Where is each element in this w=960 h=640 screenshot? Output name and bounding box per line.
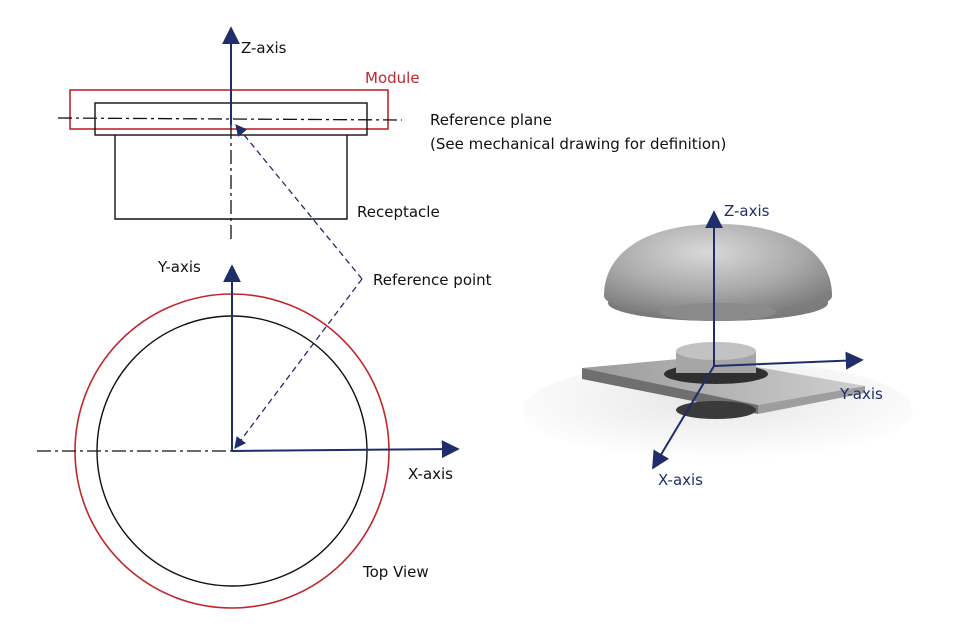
isometric-illustration: Z-axis Y-axis X-axis (523, 202, 913, 489)
reference-plane-line (57, 117, 403, 121)
z-axis-label-3d: Z-axis (724, 202, 770, 220)
reference-point-label: Reference point (373, 271, 492, 289)
z-axis-label-side: Z-axis (241, 39, 287, 57)
reference-point-leaders: Reference point (234, 124, 492, 449)
leader-to-side-reference-point (235, 124, 363, 280)
reference-plane-note: (See mechanical drawing for definition) (430, 135, 726, 153)
y-axis-3d-arrow (713, 351, 864, 370)
y-axis-label-top: Y-axis (157, 258, 201, 276)
module-outline (69, 89, 389, 130)
top-view: Y-axis X-axis Top View (37, 258, 460, 609)
receptacle-post-top (676, 342, 756, 360)
top-view-label: Top View (362, 563, 429, 581)
x-axis-label-top: X-axis (408, 465, 453, 483)
plate-right-edge (758, 386, 865, 414)
x-axis-3d-arrow (652, 365, 715, 470)
x-axis-arrow (231, 440, 460, 459)
leader-to-top-reference-point (234, 278, 363, 449)
reference-plane-label: Reference plane (430, 111, 552, 129)
side-view: Z-axis Module Reference plane (See mecha… (57, 26, 726, 240)
module-label: Module (365, 69, 420, 87)
receptacle-bottom (676, 401, 756, 419)
y-axis-label-3d: Y-axis (839, 385, 883, 403)
x-axis-label-3d: X-axis (658, 471, 703, 489)
dome-rim-shadow (660, 303, 776, 321)
receptacle-label: Receptacle (357, 203, 440, 221)
dome-cap (604, 224, 832, 318)
